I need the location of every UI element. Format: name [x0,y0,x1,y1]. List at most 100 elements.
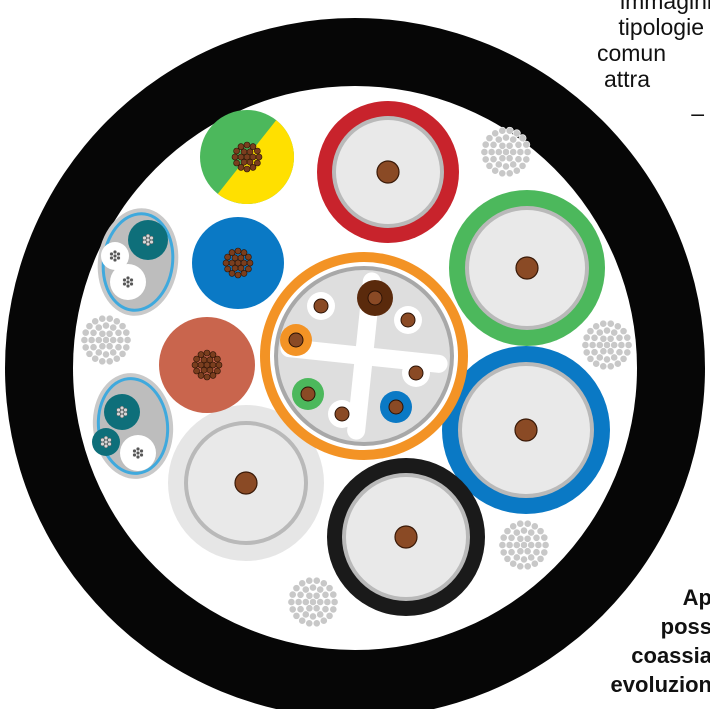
fiber [116,407,121,413]
strand [122,343,131,352]
strand [507,548,516,557]
strand [312,591,321,600]
strand [516,562,525,571]
twisted-pair-wire [394,306,422,334]
strand [234,247,242,255]
strand [123,336,132,344]
strand [319,616,328,625]
strand [498,541,507,549]
strand [316,610,325,619]
strand [105,314,114,323]
filler-strand-bundle [498,519,550,571]
fiber [149,239,154,245]
fiber [116,251,121,257]
strand [309,612,317,621]
strand [240,158,248,166]
strand [582,348,591,357]
strand [530,559,539,568]
fiber [135,450,141,456]
fiber [109,255,114,261]
strand [296,590,305,599]
twisted-pair-wire [328,400,356,428]
strand [80,336,89,344]
strand [613,322,622,331]
caption-line: comun [596,40,666,66]
strand [499,548,508,557]
strand [512,553,521,562]
strand [197,351,205,358]
fiber [122,277,127,283]
coax-white [168,405,324,561]
strand [509,135,518,144]
strand [98,357,107,366]
strand [98,342,107,351]
coax-core [376,160,400,184]
strand [329,605,338,614]
strand [481,140,490,149]
fiber [132,448,137,454]
strand [505,126,514,135]
strand [595,328,604,337]
strand [305,619,314,628]
strand [91,354,100,363]
strand [514,155,523,164]
strand [512,528,521,537]
strand [301,585,310,594]
strand [254,159,261,167]
fiber [103,439,109,445]
strand [523,519,532,528]
cable-components [80,101,633,628]
strand [245,265,252,273]
sub-element [120,435,156,471]
strand [619,354,628,363]
strand [203,373,211,381]
sub-element [110,264,146,300]
copper-conductor [191,349,223,381]
fiber [145,237,151,243]
fiber [109,251,114,257]
strand [586,327,595,336]
fiber [125,275,131,281]
strand [485,161,494,170]
strand [224,265,231,273]
fiber [107,437,112,443]
strand [523,148,532,156]
strand [102,350,110,359]
caption-line: – [691,100,704,126]
strand [292,611,301,620]
strand [246,259,254,267]
sub-element [128,220,168,260]
fiber [112,249,118,255]
strand [116,336,125,344]
strand [623,348,632,357]
strand [494,160,503,169]
strand [197,372,205,379]
strand [606,362,615,371]
strand [498,169,507,178]
strand [112,317,121,326]
strand [592,322,601,331]
strand [246,148,254,156]
strand [489,155,498,164]
strand [595,353,604,362]
strand [294,598,303,606]
strand [233,159,240,167]
wire-core [288,332,304,348]
strand [329,590,338,599]
strand [231,153,239,161]
strand [588,341,597,349]
strand [87,336,96,344]
strand [610,353,619,362]
strand [200,366,208,374]
wire-core [300,386,316,402]
twisted-pair-wire [307,292,335,320]
coax-core [515,256,539,280]
strand [91,317,100,326]
strand [292,584,301,593]
strand [590,348,599,357]
fiber [125,279,131,285]
fiber [139,448,144,454]
strand [491,166,500,175]
fiber [139,452,144,458]
